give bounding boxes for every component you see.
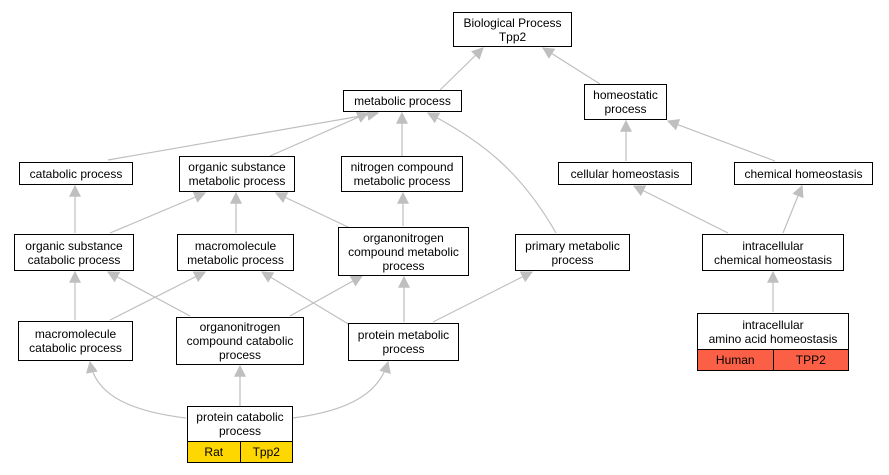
node-chemical-homeostasis[interactable]: chemical homeostasis [734,162,873,185]
edge-organonitrogen-catabolic-to-organonitrogen-metabolic [289,275,364,317]
node-label: metabolic process [354,94,451,108]
node-label: macromolecule catabolic process [29,327,122,355]
gene-label: Tpp2 [239,442,293,462]
node-organonitrogen-compound-metabolic[interactable]: organonitrogen compound metabolic proces… [338,227,469,276]
edge-homeostatic-to-bp [541,47,601,85]
node-label: nitrogen compound metabolic process [350,160,454,188]
edge-organic-sub-catabolic-to-organic-sub-metabolic [109,191,207,234]
node-label: organic substance catabolic process [25,238,123,267]
node-organic-substance-catabolic[interactable]: organic substance catabolic process [14,234,134,271]
edge-catabolic-to-metabolic [107,108,380,161]
node-protein-metabolic[interactable]: protein metabolic process [348,323,459,361]
node-intracellular-chemical-homeostasis[interactable]: intracellular chemical homeostasis [702,234,844,271]
node-organic-substance-metabolic[interactable]: organic substance metabolic process [179,156,295,192]
node-label: organonitrogen compound metabolic proces… [348,230,459,273]
edge-chemical-homeostasis-to-homeostatic [666,119,776,162]
node-label: intracellular chemical homeostasis [713,238,833,267]
edge-intracellular-chemical-to-chemical-homeostasis [782,184,804,234]
node-label: intracellular amino acid homeostasis [708,317,838,346]
node-catabolic-process[interactable]: catabolic process [19,162,133,185]
node-label: chemical homeostasis [744,166,863,181]
node-protein-catabolic[interactable]: protein catabolic process [187,406,293,442]
annotation-row-human: Human TPP2 [697,349,849,371]
annotation-row-rat: Rat Tpp2 [187,441,293,463]
node-macromolecule-catabolic[interactable]: macromolecule catabolic process [18,321,133,361]
node-label: macromolecule metabolic process [187,238,284,267]
edge-primary-metabolic-to-metabolic [426,112,557,234]
edge-intracellular-chemical-to-cellular-homeostasis [632,185,729,234]
node-organonitrogen-compound-catabolic[interactable]: organonitrogen compound catabolic proces… [176,317,304,365]
species-label: Human [715,353,755,367]
node-amino-acid-homeostasis[interactable]: intracellular amino acid homeostasis [697,313,849,350]
edge-metabolic-to-bp [439,47,484,91]
node-label: organic substance metabolic process [188,160,286,188]
species-label: Rat [204,445,224,459]
node-label: cellular homeostasis [570,166,680,181]
node-label: catabolic process [29,166,123,181]
node-primary-metabolic[interactable]: primary metabolic process [515,234,630,271]
edge-protein-metabolic-to-primary-metabolic [432,271,534,323]
node-nitrogen-compound-metabolic[interactable]: nitrogen compound metabolic process [341,156,463,192]
node-label: protein metabolic process [357,328,450,356]
edge-organonitrogen-metabolic-to-organic-sub-metabolic [274,192,351,229]
edge-protein-catabolic-to-macromolecule-catabolic [86,360,187,419]
node-cellular-homeostasis[interactable]: cellular homeostasis [558,162,692,185]
edge-protein-metabolic-to-macromolecule-metabolic [260,271,351,326]
node-label: organonitrogen compound catabolic proces… [186,320,294,362]
node-label: primary metabolic process [525,238,620,267]
node-biological-process[interactable]: Biological Process Tpp2 [453,12,572,47]
gene-label: TPP2 [772,350,849,370]
edge-protein-catabolic-to-protein-metabolic [292,360,391,419]
node-homeostatic-process[interactable]: homeostatic process [584,84,667,120]
edge-organic-sub-metabolic-to-metabolic [269,111,370,157]
node-label: protein catabolic process [196,410,284,438]
node-macromolecule-metabolic[interactable]: macromolecule metabolic process [177,234,294,271]
node-label: Biological Process Tpp2 [463,15,562,44]
edge-organonitrogen-catabolic-to-organic-sub-catabolic [106,271,191,317]
node-metabolic-process[interactable]: metabolic process [343,90,462,112]
node-label: homeostatic process [593,88,658,116]
edge-macromolecule-catabolic-to-macromolecule-metabolic [109,271,207,321]
